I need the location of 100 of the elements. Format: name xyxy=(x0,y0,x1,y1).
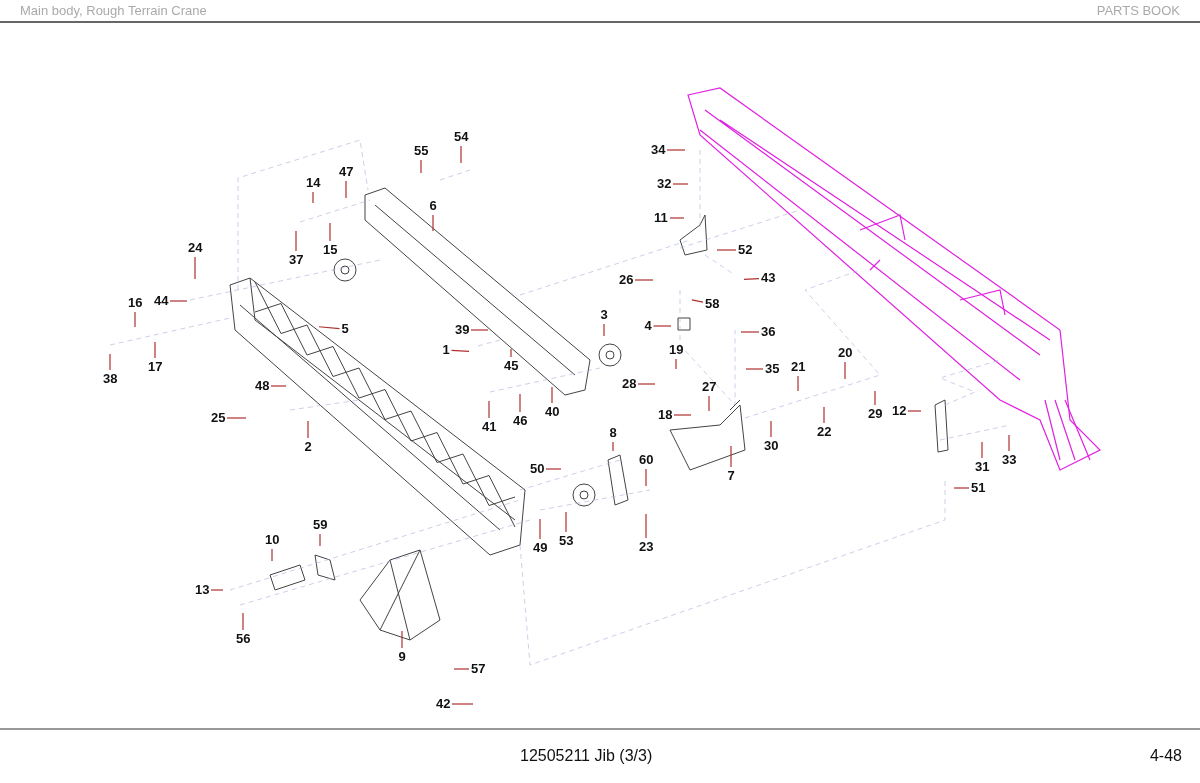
callout-number: 6 xyxy=(429,198,437,214)
callout-number: 38 xyxy=(103,371,118,387)
leader-line xyxy=(669,217,685,219)
leader-line xyxy=(226,417,247,419)
leader-line xyxy=(271,548,273,562)
callout-number: 57 xyxy=(471,661,486,677)
leader-line xyxy=(242,612,244,631)
callout-number: 15 xyxy=(323,242,338,258)
leader-line xyxy=(745,368,764,370)
leader-line xyxy=(451,703,474,705)
leader-line xyxy=(740,331,760,333)
callout-number: 43 xyxy=(761,270,776,286)
callout-number: 34 xyxy=(651,142,666,158)
callout-number: 44 xyxy=(154,293,169,309)
callout-number: 5 xyxy=(341,321,349,337)
leader-line xyxy=(154,341,156,359)
leader-line xyxy=(450,349,470,353)
callout-number: 52 xyxy=(738,242,753,258)
callout-number: 54 xyxy=(454,129,469,145)
leader-line xyxy=(470,329,489,331)
callout-number: 14 xyxy=(306,175,321,191)
callout-number: 3 xyxy=(600,307,608,323)
leader-line xyxy=(637,383,656,385)
callout-number: 1 xyxy=(442,342,450,358)
callout-number: 23 xyxy=(639,539,654,555)
callout-number: 26 xyxy=(619,272,634,288)
callout-number: 37 xyxy=(289,252,304,268)
callout-number: 29 xyxy=(868,406,883,422)
callout-number: 19 xyxy=(669,342,684,358)
leader-line xyxy=(134,311,136,328)
callout-number: 33 xyxy=(1002,452,1017,468)
leader-line xyxy=(329,222,331,242)
callout-number: 4 xyxy=(644,318,652,334)
callout-number: 17 xyxy=(148,359,163,375)
callout-number: 36 xyxy=(761,324,776,340)
callout-number: 25 xyxy=(211,410,226,426)
callout-number: 8 xyxy=(609,425,617,441)
leader-line xyxy=(318,326,341,330)
callout-number: 7 xyxy=(727,468,735,484)
leader-line xyxy=(612,441,614,452)
leader-line xyxy=(109,353,111,371)
leader-line xyxy=(1008,434,1010,452)
callout-number: 60 xyxy=(639,452,654,468)
leader-line xyxy=(270,385,287,387)
callout-number: 9 xyxy=(398,649,406,665)
callout-number: 31 xyxy=(975,459,990,475)
callout-number: 10 xyxy=(265,532,280,548)
leader-line xyxy=(716,249,737,251)
leader-line xyxy=(460,145,462,164)
callout-number: 21 xyxy=(791,359,806,375)
leader-line xyxy=(797,375,799,392)
leader-line xyxy=(345,180,347,199)
callout-number: 55 xyxy=(414,143,429,159)
leader-line xyxy=(603,323,605,337)
leader-line xyxy=(432,214,434,232)
leader-line xyxy=(488,400,490,419)
callout-number: 45 xyxy=(504,358,519,374)
leader-line xyxy=(295,230,297,252)
leader-line xyxy=(645,513,647,539)
footer-title: 12505211 Jib (3/3) xyxy=(520,747,653,765)
leader-line xyxy=(307,420,309,439)
leader-line xyxy=(953,487,970,489)
leader-line xyxy=(743,277,760,281)
callout-number: 50 xyxy=(530,461,545,477)
callout-number: 39 xyxy=(455,322,470,338)
leader-line xyxy=(675,358,677,370)
callout-number: 41 xyxy=(482,419,497,435)
leader-line xyxy=(401,630,403,649)
callout-number: 53 xyxy=(559,533,574,549)
leader-line xyxy=(770,420,772,438)
page-number: 4-48 xyxy=(1149,747,1182,765)
callout-number: 24 xyxy=(188,240,203,256)
callout-number: 35 xyxy=(765,361,780,377)
leader-line xyxy=(545,468,562,470)
callout-number: 47 xyxy=(339,164,354,180)
callout-number: 46 xyxy=(513,413,528,429)
leader-line xyxy=(874,390,876,406)
callout-number: 28 xyxy=(622,376,637,392)
leader-line xyxy=(634,279,654,281)
leader-line xyxy=(844,361,846,380)
header-text: PARTS BOOK xyxy=(1096,3,1180,18)
callout-number: 30 xyxy=(764,438,779,454)
leader-line xyxy=(823,406,825,424)
leader-line xyxy=(539,518,541,540)
callout-number: 27 xyxy=(702,379,717,395)
callout-number: 48 xyxy=(255,378,270,394)
leader-line xyxy=(551,386,553,404)
callout-number: 49 xyxy=(533,540,548,556)
callout-number: 51 xyxy=(971,480,986,496)
leader-line xyxy=(672,183,689,185)
leader-line xyxy=(708,395,710,412)
leader-line xyxy=(453,668,470,670)
callout-number: 11 xyxy=(654,210,668,226)
leader-line xyxy=(645,468,647,487)
leader-line xyxy=(319,533,321,547)
leader-line xyxy=(565,511,567,533)
callout-number: 56 xyxy=(236,631,251,647)
leader-line xyxy=(169,300,188,302)
callout-number: 2 xyxy=(304,439,312,455)
callout-number: 40 xyxy=(545,404,560,420)
